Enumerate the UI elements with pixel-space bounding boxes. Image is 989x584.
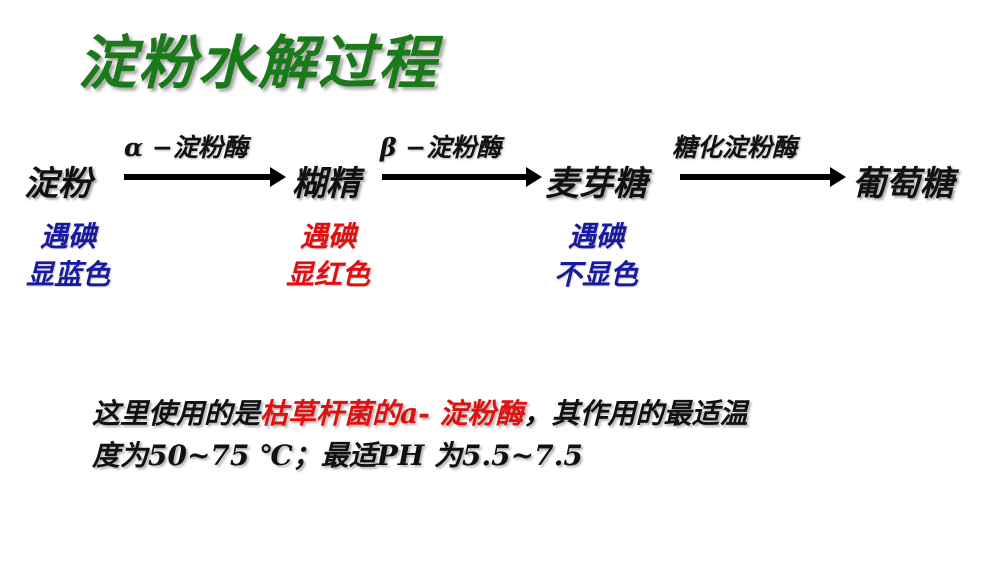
iodine-test-dextrin: 遇碘 显红色 <box>276 218 380 294</box>
note-line-2: 度为50~75 ℃；最适PH 为5.5~7.5 <box>92 439 583 472</box>
slide-title: 淀粉水解过程 <box>78 29 439 97</box>
arrow-right-icon <box>124 167 286 187</box>
node-glucose: 葡萄糖 <box>852 164 954 204</box>
enzyme-alpha-amylase: α −淀粉酶 <box>124 133 248 162</box>
note-paragraph: 这里使用的是枯草杆菌的a- 淀粉酶，其作用的最适温 度为50~75 ℃；最适PH… <box>92 393 748 477</box>
iodine-label: 遇碘 <box>39 220 96 253</box>
enzyme-beta-amylase: β −淀粉酶 <box>380 133 502 162</box>
iodine-result: 显蓝色 <box>25 258 110 291</box>
node-starch: 淀粉 <box>24 164 92 204</box>
arrow-right-icon <box>382 167 542 187</box>
iodine-result: 显红色 <box>285 258 370 291</box>
iodine-label: 遇碘 <box>299 220 356 253</box>
node-dextrin: 糊精 <box>292 164 360 204</box>
node-maltose: 麦芽糖 <box>545 164 647 204</box>
iodine-label: 遇碘 <box>567 220 624 253</box>
enzyme-glucoamylase: 糖化淀粉酶 <box>672 133 798 162</box>
iodine-test-starch: 遇碘 显蓝色 <box>16 218 120 294</box>
note-line-1: 这里使用的是枯草杆菌的a- 淀粉酶，其作用的最适温 <box>92 397 748 430</box>
note-highlight: 枯草杆菌的a- 淀粉酶 <box>260 397 524 430</box>
arrow-right-icon <box>680 167 846 187</box>
iodine-result: 不显色 <box>553 258 638 291</box>
iodine-test-maltose: 遇碘 不显色 <box>544 218 648 294</box>
